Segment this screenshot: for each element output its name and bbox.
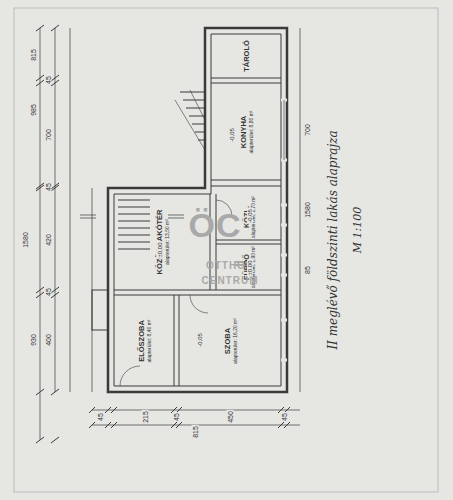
level: -0,05 [229, 127, 235, 143]
room: KONYHAalapterület: 8,80 m² [211, 83, 281, 180]
outer-wall-inner [114, 34, 281, 386]
dimension-tick [36, 25, 44, 31]
dimension-tick [51, 292, 59, 298]
stair-step [118, 207, 150, 208]
dimension: 700 [45, 128, 52, 142]
dimension-tick [36, 80, 44, 86]
room: SZOBAalapterület: 16,20 m² [179, 295, 281, 386]
dimension: 815 [192, 425, 199, 439]
room-label: TÁROLÓ [242, 40, 251, 72]
dimension-tick [36, 185, 44, 191]
stair-step [118, 242, 150, 243]
room-label: ELŐSZOBAalapterület: 8,40 m² [137, 319, 152, 362]
stair-step [118, 228, 150, 229]
dimension-tick [51, 25, 59, 31]
outer-wall [108, 28, 287, 392]
dimension: 215 [142, 410, 149, 424]
stair-step [118, 200, 150, 201]
room: TÁROLÓ [211, 34, 281, 78]
dimension-tick [36, 437, 44, 443]
dimension: 930 [30, 333, 37, 347]
sheet-border [14, 8, 438, 492]
room-label: SZOBAalapterület: 16,20 m² [223, 318, 238, 364]
dimension-tick [51, 287, 59, 293]
level: -0,05 [247, 208, 253, 224]
wall [211, 78, 281, 83]
wall [211, 180, 281, 186]
dimension: 815 [30, 48, 37, 62]
level: ±0,00 [157, 242, 163, 259]
dimension: 700 [304, 123, 311, 137]
dimension-tick [51, 75, 59, 81]
room-area: alapterület: 8,80 m² [248, 110, 254, 153]
dimension-tick [36, 287, 44, 293]
stair-step [198, 140, 205, 141]
dimension: 45 [173, 412, 180, 422]
stair-step [118, 221, 150, 222]
stair-step [118, 235, 150, 236]
stair-step [192, 124, 205, 125]
dimension: 45 [45, 182, 52, 192]
dimension-tick [51, 185, 59, 191]
scale-note: M 1:100 [351, 207, 364, 253]
stair-step [183, 100, 205, 101]
dimension: 400 [45, 333, 52, 347]
room-area: alapterület: 16,20 m² [232, 318, 238, 364]
stair-step [186, 108, 205, 109]
dimension-tick [36, 389, 44, 395]
dimension-tick [51, 80, 59, 86]
dimension: 45 [281, 412, 288, 422]
wall [174, 295, 179, 386]
dimension-line [300, 28, 301, 392]
level: -0,05 [197, 332, 203, 348]
room-name: ELŐSZOBA [137, 319, 146, 362]
stair-step [195, 132, 205, 133]
room-name: TÁROLÓ [242, 40, 251, 72]
plan-title: II meglévő földszinti lakás alaprajza [326, 130, 340, 349]
dimension-tick [51, 389, 59, 395]
room-name: SZOBA [223, 318, 232, 364]
room-area: alapterület: 13,50 m² [164, 210, 170, 275]
stair-step [180, 92, 205, 93]
wall [114, 290, 281, 295]
dimension: 1580 [22, 231, 29, 249]
dimension-tick [36, 292, 44, 298]
room: ELŐSZOBAalapterület: 8,40 m² [114, 295, 174, 386]
stair-rail [175, 90, 205, 150]
dimension-line [40, 28, 92, 440]
dimension-line [92, 410, 300, 425]
room-label: KONYHAalapterület: 8,80 m² [239, 110, 254, 153]
dimension: 85 [304, 265, 311, 275]
dimension: 985 [30, 103, 37, 117]
stair-step [118, 249, 150, 250]
level: ±0,00 [247, 260, 253, 277]
dimension: 45 [45, 75, 52, 85]
dimension: 450 [227, 410, 234, 424]
dimension: 420 [45, 233, 52, 247]
window-line [108, 100, 284, 360]
entry-steps [92, 290, 108, 330]
dimension: 45 [45, 287, 52, 297]
dimension: 1580 [304, 201, 311, 219]
stair-step [118, 214, 150, 215]
room-name: KONYHA [239, 110, 248, 153]
watermark-logo: ÖC [189, 206, 242, 245]
dimension: 45 [97, 412, 104, 422]
stair-step [189, 116, 205, 117]
dimension-tick [51, 437, 59, 443]
dimension-tick [36, 75, 44, 81]
room-area: alapterület: 8,40 m² [146, 319, 152, 362]
